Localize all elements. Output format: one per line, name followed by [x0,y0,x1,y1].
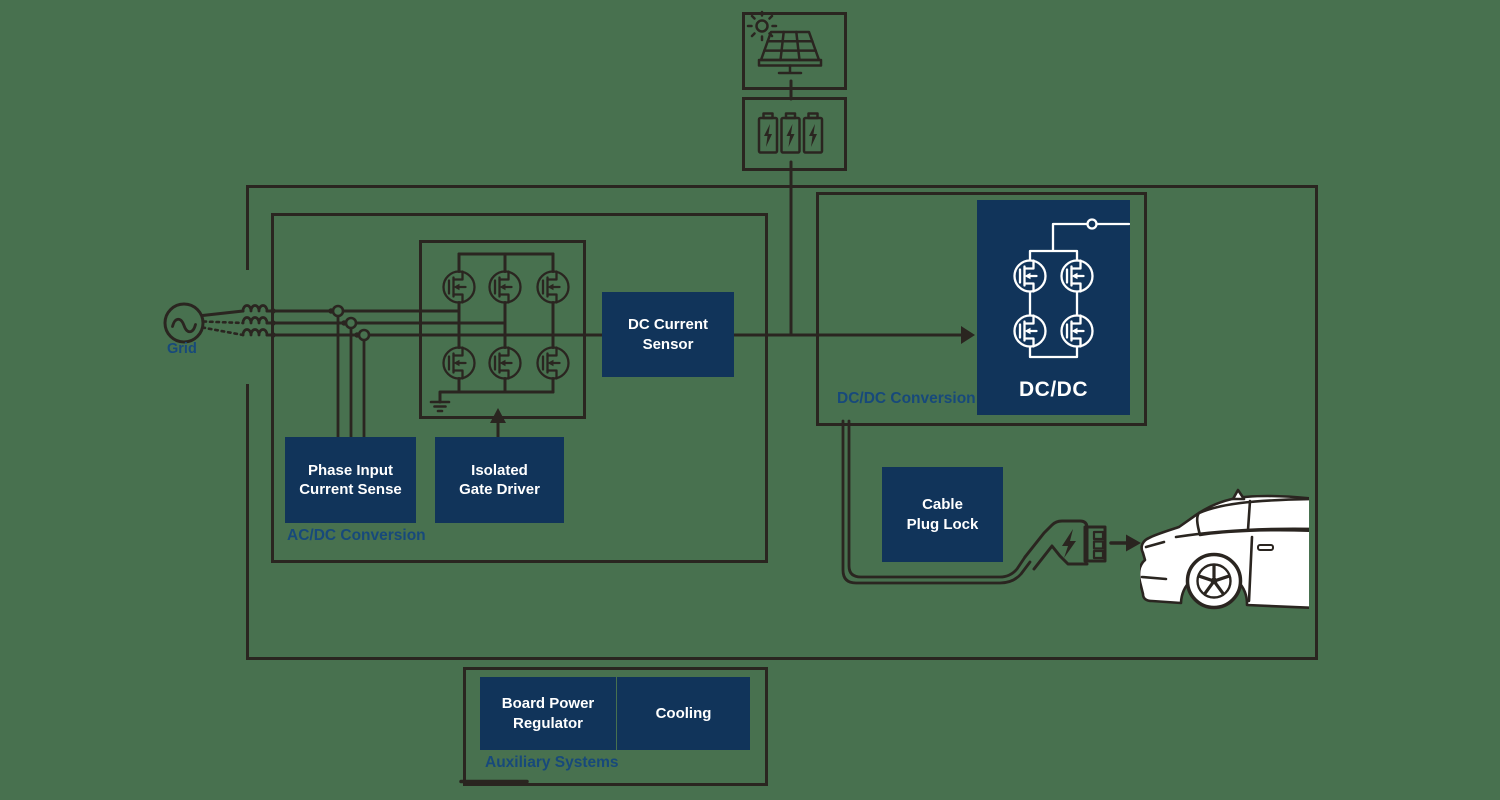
board-power-regulator-label: Board Power Regulator [501,695,595,732]
cable-plug-lock-block: Cable Plug Lock [882,467,1003,562]
border-gap [244,270,254,384]
dc-current-sensor-block: DC Current Sensor [602,292,734,377]
dcdc-section-label: DC/DC Conversion [837,390,976,407]
cooling-label: Cooling [655,704,712,722]
mosfet-icon [1060,314,1094,348]
mosfet-icon [1060,259,1094,293]
phase-input-current-sense-block: Phase Input Current Sense [285,437,416,523]
cable-plug-lock-label: Cable Plug Lock [906,496,979,533]
board-power-regulator-block: Board Power Regulator [480,677,616,750]
mosfet-icon [1013,314,1047,348]
battery-box [741,96,847,171]
ac-grid-icon [163,302,205,344]
dcdc-label: DC/DC [1019,378,1088,401]
cooling-block: Cooling [617,677,750,750]
isolated-gate-driver-block: Isolated Gate Driver [435,437,564,523]
dcdc-bridge-graphic [1013,218,1130,359]
mosfet-bridge-box [418,239,586,419]
grid-label: Grid [167,341,197,357]
mosfet-icon [1013,259,1047,293]
auxiliary-systems-box [462,666,768,786]
solar-box [741,11,847,90]
charger-outer-box [246,184,1318,660]
acdc-conversion-box [270,212,768,563]
dc-current-sensor-label: DC Current Sensor [627,316,708,353]
aux-section-label: Auxiliary Systems [485,754,619,771]
dcdc-block: DC/DC [977,200,1130,415]
phase-input-current-sense-label: Phase Input Current Sense [299,461,402,498]
acdc-section-label: AC/DC Conversion [287,527,426,544]
isolated-gate-driver-label: Isolated Gate Driver [459,461,540,498]
